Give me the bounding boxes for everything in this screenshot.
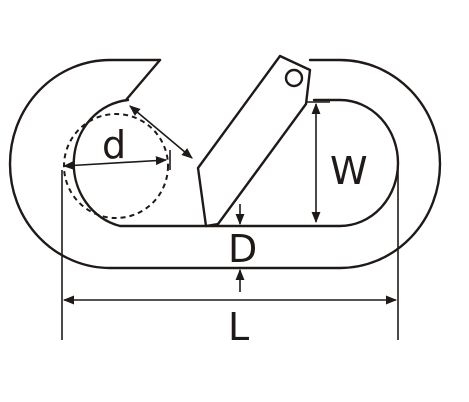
label-w: W — [330, 149, 368, 193]
d-dimension-line — [62, 156, 168, 170]
hook-body-outer — [8, 58, 442, 270]
gate-latch — [196, 54, 312, 228]
label-l: L — [228, 305, 249, 349]
hook-nose — [124, 58, 162, 102]
label-d: d — [102, 123, 126, 167]
gate-pivot — [284, 68, 304, 88]
gate-opening-line — [129, 105, 193, 159]
label-big-d: D — [228, 227, 257, 271]
hook-body-inner — [72, 98, 400, 228]
